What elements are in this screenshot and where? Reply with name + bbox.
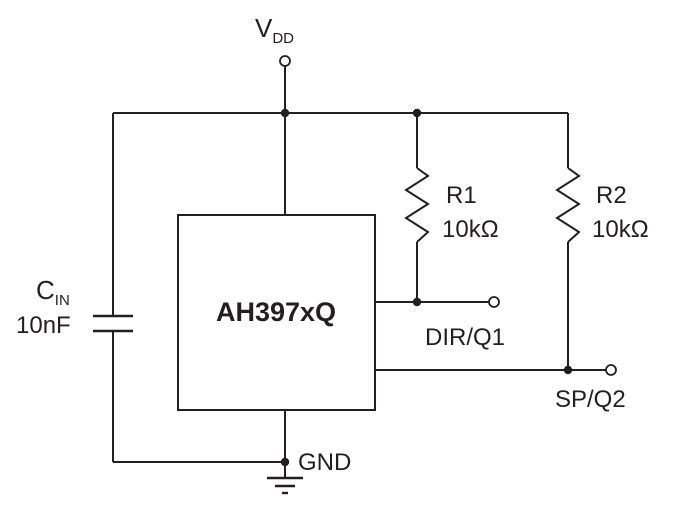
sp-q2-terminal xyxy=(605,364,617,376)
ground-symbol xyxy=(267,476,303,495)
chip-ah397xq-box xyxy=(177,214,376,411)
gnd-label: GND xyxy=(298,449,351,476)
vdd-label: VDD xyxy=(255,13,294,47)
resistor-r1-symbol xyxy=(404,167,430,243)
junction-dot xyxy=(280,108,290,118)
dir-q1-label: DIR/Q1 xyxy=(425,324,505,351)
dir-q1-terminal xyxy=(488,296,500,308)
junction-dots xyxy=(280,108,573,467)
cin-value-label: 10nF xyxy=(16,312,71,339)
sp-q2-label: SP/Q2 xyxy=(555,386,626,413)
junction-dot xyxy=(412,108,422,118)
terminals xyxy=(279,55,617,376)
capacitor-cin-symbol xyxy=(93,314,133,333)
r2-value-label: 10kΩ xyxy=(592,216,649,243)
resistor-r2-symbol xyxy=(555,167,581,243)
wires xyxy=(112,66,606,478)
r2-name-label: R2 xyxy=(596,182,627,209)
vdd-terminal xyxy=(279,55,291,67)
cin-label: CIN xyxy=(36,275,70,309)
chip-label: AH397xQ xyxy=(216,297,336,327)
junction-dot xyxy=(563,365,573,375)
junction-dot xyxy=(412,297,422,307)
r1-name-label: R1 xyxy=(446,182,477,209)
r1-value-label: 10kΩ xyxy=(442,216,499,243)
junction-dot xyxy=(280,457,290,467)
